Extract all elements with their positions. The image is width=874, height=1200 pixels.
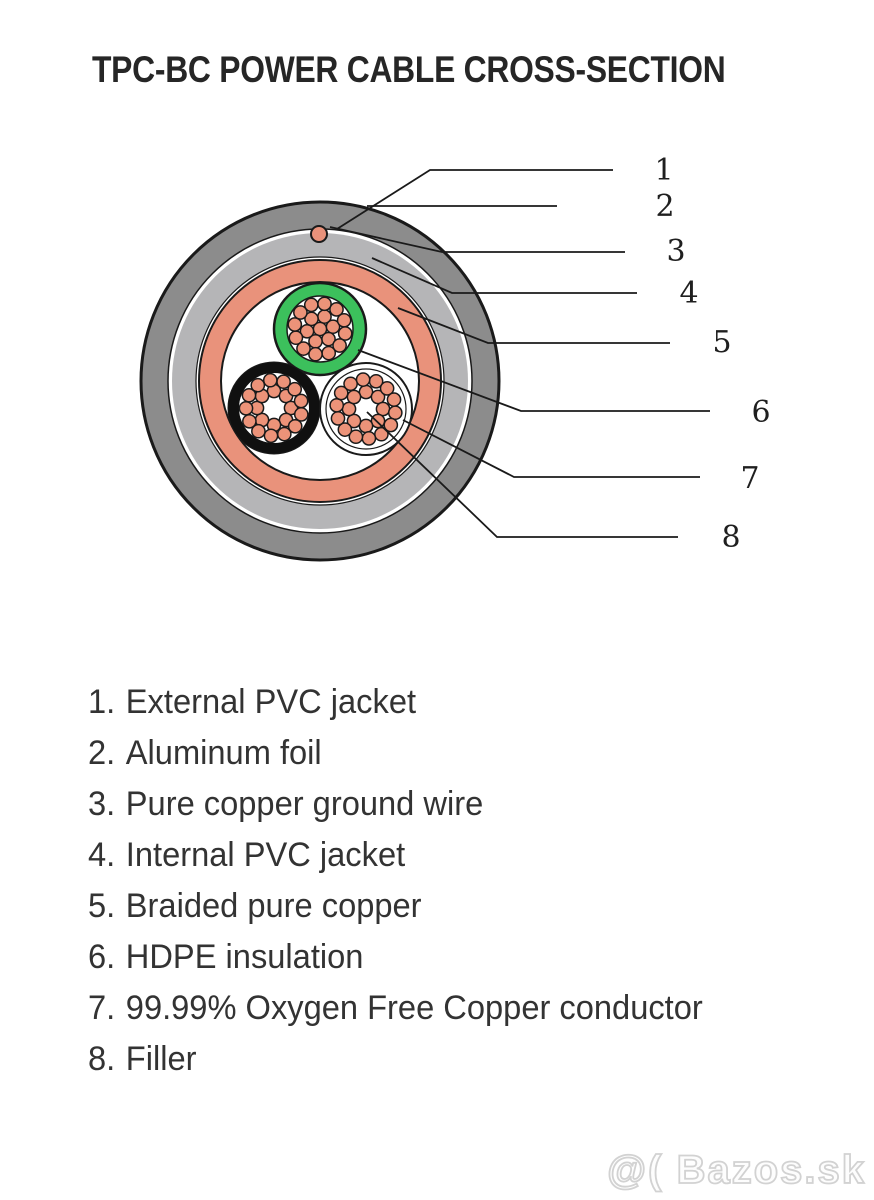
leader-line-3 [329,226,625,253]
copper-strand [287,317,303,332]
callout-number-4: 4 [679,276,698,311]
copper-strand [288,330,304,346]
legend-item-number: 5. [88,887,116,925]
legend-item-label: Braided pure copper [125,887,422,925]
copper-strand [242,413,257,429]
watermark: @( Bazos.sk [606,1147,866,1193]
copper-strand [329,397,345,413]
copper-strand [241,387,257,403]
copper-strand [250,377,266,393]
callout-number-5: 5 [712,325,731,360]
copper-strand [337,326,353,341]
legend-item-3: 3.Pure copper ground wire [88,779,703,830]
copper-strand [262,372,278,388]
copper-strand [361,431,377,446]
copper-strand [308,346,323,362]
cable-cross-section-diagram: 1 2 3 4 5 6 7 8 [139,153,771,562]
legend-item-label: Pure copper ground wire [125,785,484,823]
legend-item-number: 8. [88,1040,116,1078]
copper-strand [379,381,395,396]
copper-strand [330,411,346,426]
legend-item-4: 4.Internal PVC jacket [88,830,703,881]
copper-strand [370,413,386,429]
callout-number-2: 2 [655,189,674,224]
copper-strand [293,407,309,422]
green-bundle-strands [287,296,353,362]
copper-strand [346,389,362,405]
legend-item-number: 6. [88,938,116,976]
copper-strand [251,423,266,439]
copper-strand [386,392,402,407]
legend-item-7: 7.99.99% Oxygen Free Copper conductor [88,983,703,1034]
legend-item-label: Internal PVC jacket [125,836,406,874]
legend-item-number: 2. [88,734,116,772]
copper-strand [332,338,347,353]
callout-number-8: 8 [721,520,740,555]
legend-item-number: 4. [88,836,116,874]
legend-item-1: 1.External PVC jacket [88,677,703,728]
white-bundle-strands [329,372,403,446]
legend-item-number: 3. [88,785,116,823]
copper-strand [304,311,319,327]
black-bundle-strands [238,372,309,444]
legend-item-6: 6.HDPE insulation [88,932,703,983]
copper-strand [341,401,357,417]
leader-line-1 [336,169,613,230]
leader-line-7 [402,419,700,478]
copper-strand [348,429,364,445]
copper-strand [337,422,353,437]
callout-number-7: 7 [740,461,759,496]
legend-item-number: 7. [88,989,116,1027]
callout-number-6: 6 [751,395,770,430]
copper-strand [296,341,311,356]
legend-item-label: External PVC jacket [125,683,417,721]
copper-strand [358,384,374,400]
copper-strand [276,426,292,442]
copper-strand [329,302,344,317]
copper-strand [358,418,374,434]
legend-item-number: 1. [88,683,116,721]
callout-number-3: 3 [666,234,685,269]
copper-strand [287,381,303,397]
ground-wire-dot [310,225,328,243]
white-bundle-inner-edge [325,368,407,450]
copper-strand [287,418,303,434]
leader-line-6 [357,349,710,412]
copper-strand [283,400,299,416]
copper-strand [336,312,352,328]
copper-strand [238,400,254,416]
copper-strand [343,376,358,392]
legend-item-label: Aluminum foil [125,734,322,772]
copper-strand [293,393,309,409]
copper-strand [321,345,337,361]
copper-strand [346,413,362,429]
leader-line-5 [397,307,670,344]
leader-line-8 [366,411,678,538]
copper-strand [370,389,386,405]
copper-strand [387,405,403,421]
legend-item-label: 99.99% Oxygen Free Copper conductor [125,989,703,1027]
copper-strand [355,372,371,387]
callout-number-1: 1 [654,153,673,188]
legend-item-8: 8.Filler [88,1034,703,1085]
legend-item-label: Filler [125,1040,197,1078]
copper-strand [375,401,391,417]
legend-item-label: HDPE insulation [125,938,364,976]
leader-line-4 [371,257,637,294]
copper-strand [317,296,332,312]
legend-list: 1.External PVC jacket 2.Aluminum foil 3.… [88,677,703,1085]
page-title: TPC-BC POWER CABLE CROSS-SECTION [92,49,726,90]
copper-strand [333,385,349,401]
copper-strand [293,305,308,320]
legend-item-5: 5.Braided pure copper [88,881,703,932]
copper-strand [303,297,319,313]
copper-strand [263,428,279,444]
legend-item-2: 2.Aluminum foil [88,728,703,779]
copper-strand [383,417,399,433]
